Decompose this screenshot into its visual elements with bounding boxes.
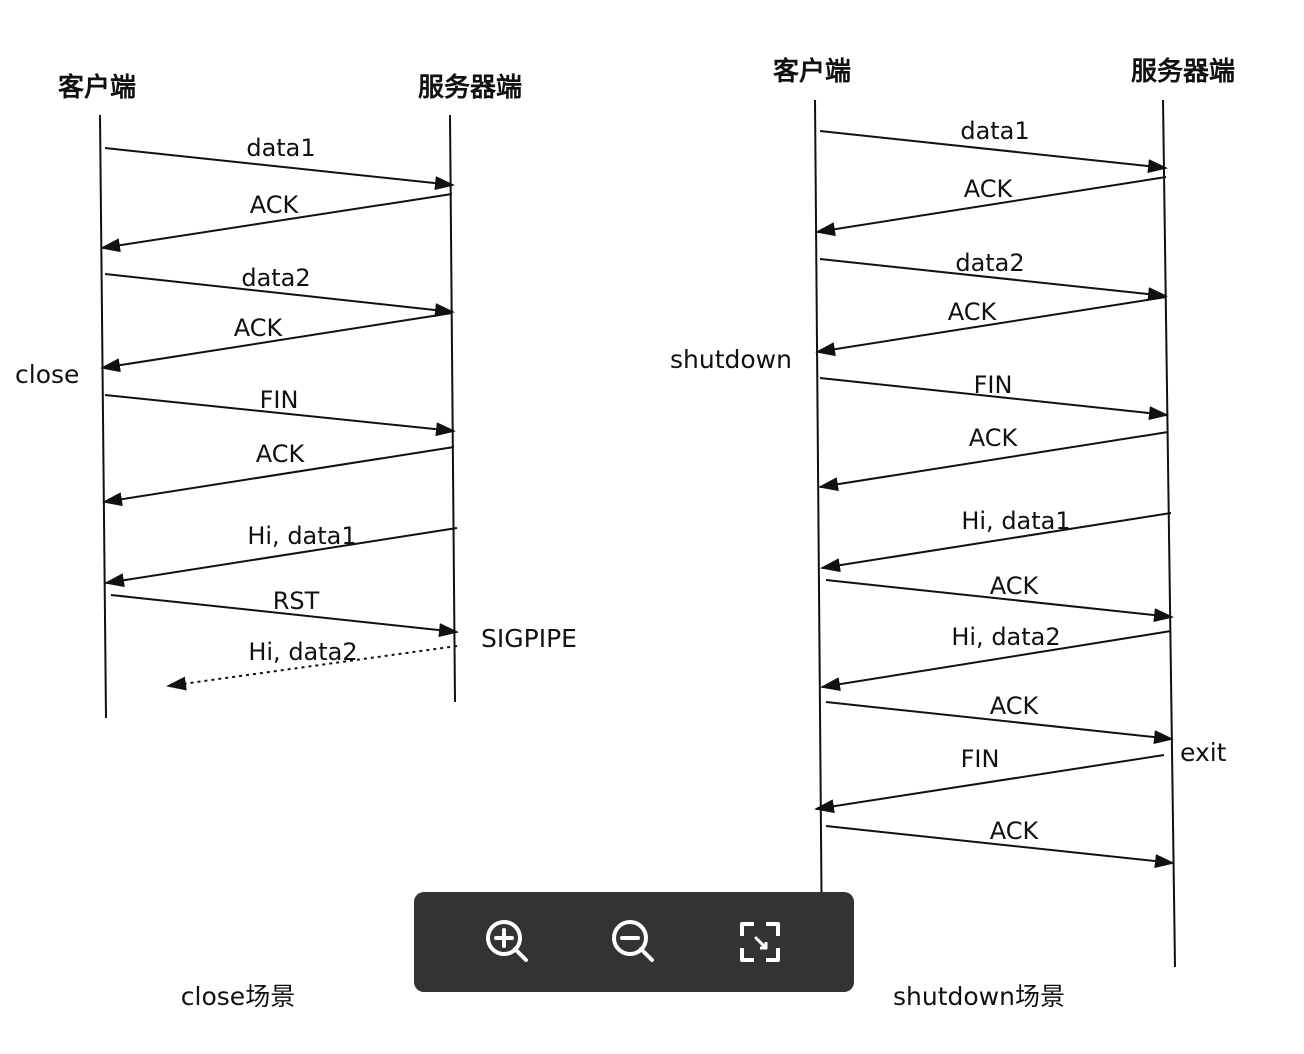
message-arrow bbox=[104, 273, 455, 318]
zoom-in-button[interactable] bbox=[480, 914, 536, 970]
message-label: Hi, data1 bbox=[247, 522, 356, 550]
image-viewer-toolbar bbox=[414, 892, 854, 992]
client-lifeline bbox=[99, 114, 107, 719]
message-label: ACK bbox=[964, 175, 1014, 203]
sigpipe-side-label: SIGPIPE bbox=[481, 624, 577, 653]
message-arrow bbox=[100, 193, 453, 253]
shutdown-side-label: shutdown bbox=[670, 345, 792, 374]
message-label: data1 bbox=[246, 134, 315, 162]
message-arrow bbox=[815, 176, 1167, 237]
message-label: ACK bbox=[250, 191, 300, 219]
client-label: 客户端 bbox=[773, 56, 851, 87]
message-label: Hi, data1 bbox=[961, 507, 1070, 535]
message-arrow bbox=[825, 579, 1174, 623]
fit-screen-icon bbox=[740, 922, 780, 962]
message-arrow bbox=[819, 130, 1168, 174]
message-label: data2 bbox=[955, 249, 1024, 277]
message-arrow bbox=[818, 431, 1169, 492]
message-label: ACK bbox=[990, 692, 1040, 720]
server-label: 服务器端 bbox=[418, 73, 522, 103]
message-label: ACK bbox=[256, 440, 306, 468]
close-caption: close场景 bbox=[181, 982, 295, 1011]
message-label: data1 bbox=[960, 117, 1029, 145]
zoom-out-button[interactable] bbox=[606, 914, 662, 970]
message-label: Hi, data2 bbox=[248, 638, 357, 666]
server-label: 服务器端 bbox=[1131, 57, 1235, 87]
message-label: ACK bbox=[969, 424, 1019, 452]
server-lifeline bbox=[1162, 99, 1176, 968]
message-label: ACK bbox=[990, 817, 1040, 845]
shutdown-diagram: 客户端 服务器端 shutdown exit data1 ACK data2 A… bbox=[670, 56, 1235, 1011]
message-label: FIN bbox=[961, 745, 1000, 773]
message-label: Hi, data2 bbox=[951, 623, 1060, 651]
close-diagram: 客户端 服务器端 close SIGPIPE data1 ACK data2 A… bbox=[15, 72, 577, 1011]
fit-screen-button[interactable] bbox=[732, 914, 788, 970]
message-arrow bbox=[104, 527, 458, 588]
message-arrow bbox=[104, 394, 456, 437]
message-arrow bbox=[100, 312, 453, 373]
close-side-label: close bbox=[15, 360, 79, 389]
message-arrow bbox=[814, 754, 1165, 814]
zoom-out-icon bbox=[612, 920, 654, 962]
message-label: FIN bbox=[974, 371, 1013, 399]
message-label: ACK bbox=[948, 298, 998, 326]
message-arrow bbox=[110, 594, 459, 638]
message-label: ACK bbox=[234, 314, 284, 342]
shutdown-caption: shutdown场景 bbox=[893, 982, 1065, 1011]
message-label: ACK bbox=[990, 572, 1040, 600]
message-arrow bbox=[825, 825, 1175, 869]
exit-side-label: exit bbox=[1180, 738, 1227, 767]
message-arrow bbox=[819, 258, 1168, 302]
message-arrow bbox=[820, 512, 1172, 573]
zoom-in-icon bbox=[486, 920, 528, 962]
server-lifeline bbox=[449, 114, 456, 703]
message-arrow bbox=[825, 701, 1174, 745]
message-arrow bbox=[104, 147, 455, 191]
message-label: RST bbox=[273, 587, 320, 615]
message-arrow bbox=[819, 377, 1169, 421]
client-lifeline bbox=[814, 99, 823, 956]
message-label: data2 bbox=[241, 264, 310, 292]
message-label: FIN bbox=[260, 386, 299, 414]
message-arrow bbox=[820, 630, 1172, 692]
message-arrow bbox=[102, 446, 455, 507]
message-arrow bbox=[815, 296, 1167, 357]
client-label: 客户端 bbox=[58, 72, 136, 103]
